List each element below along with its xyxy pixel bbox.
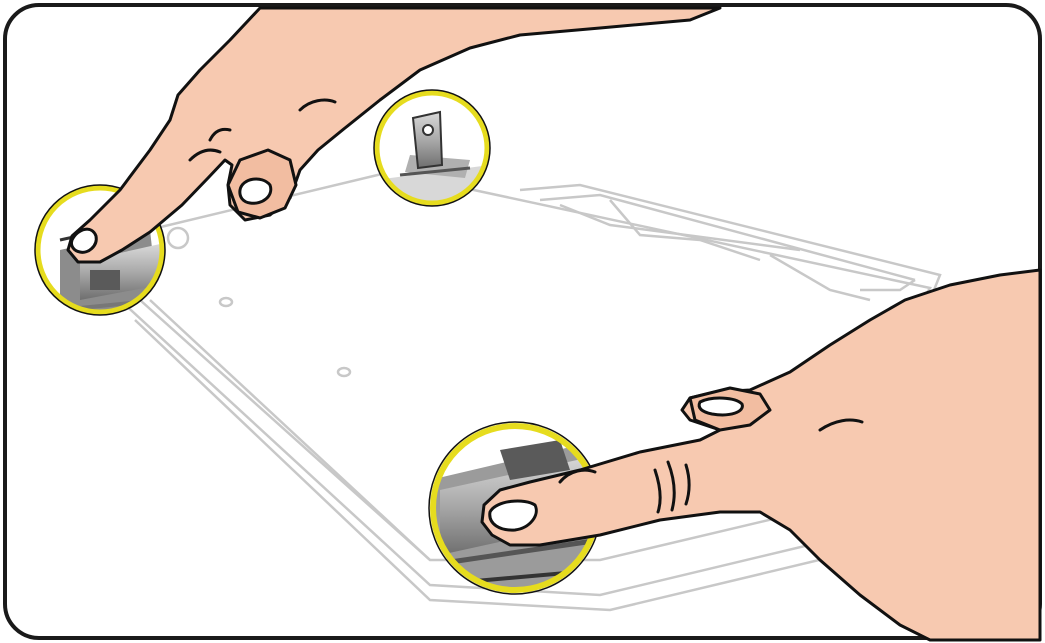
illustration-frame — [0, 0, 1045, 643]
repair-illustration — [0, 0, 1045, 643]
